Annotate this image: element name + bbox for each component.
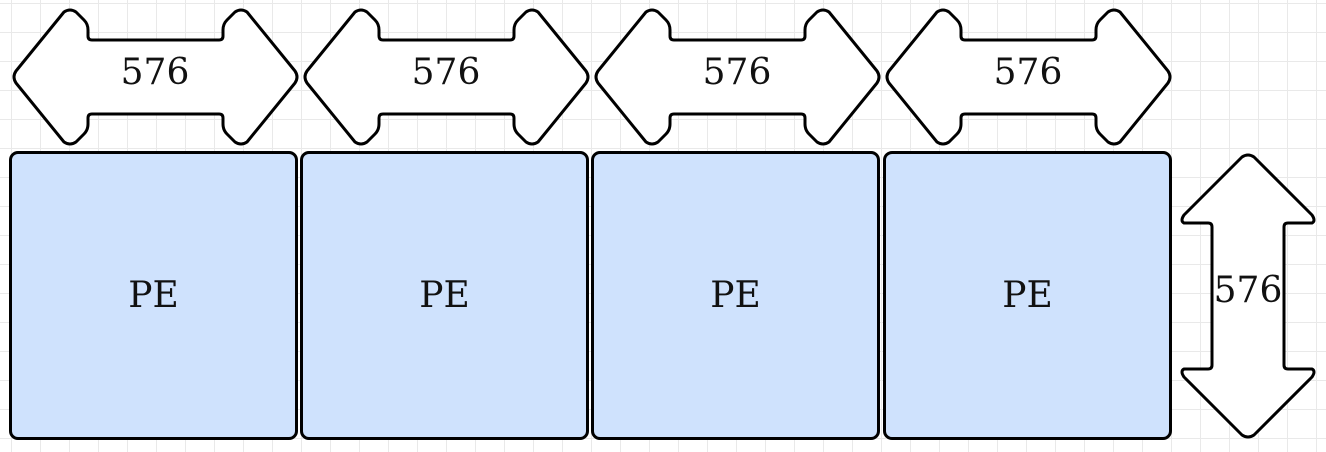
pe-box-1: PE — [9, 151, 298, 440]
pe-box-3: PE — [591, 151, 880, 440]
width-arrow-1 — [12, 8, 299, 146]
width-arrow-4 — [885, 8, 1172, 146]
width-arrow-3-label: 576 — [702, 52, 772, 93]
height-arrow-label: 576 — [1213, 270, 1283, 311]
pe-label: PE — [1002, 275, 1053, 316]
pe-label: PE — [710, 275, 761, 316]
pe-label: PE — [419, 275, 470, 316]
width-arrow-1-label: 576 — [120, 52, 190, 93]
height-arrow — [1180, 153, 1316, 439]
width-arrow-2-label: 576 — [411, 52, 481, 93]
width-arrow-3 — [594, 8, 881, 146]
pe-box-2: PE — [300, 151, 589, 440]
pe-label: PE — [128, 275, 179, 316]
width-arrow-2 — [303, 8, 590, 146]
width-arrow-4-label: 576 — [993, 52, 1063, 93]
pe-box-4: PE — [883, 151, 1172, 440]
